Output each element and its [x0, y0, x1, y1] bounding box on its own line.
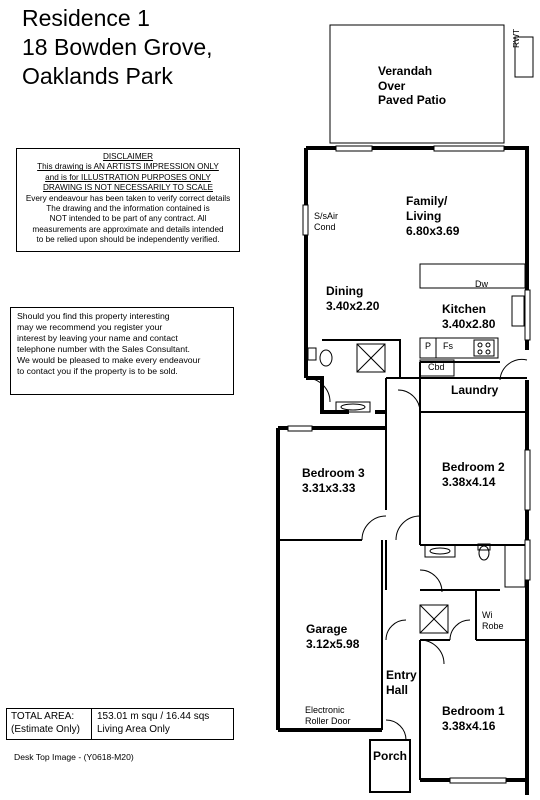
footer-reference: Desk Top Image - (Y0618-M20)	[14, 752, 134, 762]
roller-door-label: Electronic Roller Door	[305, 705, 351, 726]
dining-label: Dining 3.40x2.20	[326, 284, 380, 313]
rwt-tank	[514, 36, 534, 78]
contact-line: Should you find this property interestin…	[17, 311, 170, 321]
garage-label: Garage 3.12x5.98	[306, 622, 360, 651]
contact-line: telephone number with the Sales Consulta…	[17, 344, 190, 354]
kitchen-bench	[419, 263, 526, 377]
kitchen-label: Kitchen 3.40x2.80	[442, 302, 496, 331]
verandah-outline	[329, 24, 505, 144]
disclaimer-line: and is for ILLUSTRATION PURPOSES ONLY	[45, 172, 211, 182]
family-living-label: Family/ Living 6.80x3.69	[406, 194, 460, 238]
cupboard-label: Cbd	[428, 362, 445, 372]
disclaimer-line: measurements are approximate and details…	[32, 224, 224, 234]
title-line-3: Oaklands Park	[22, 63, 173, 89]
disclaimer-line: to be relied upon should be independentl…	[36, 235, 220, 245]
title-line-2: 18 Bowden Grove,	[22, 34, 213, 60]
area-value: 153.01 m squ / 16.44 sqs	[97, 711, 210, 722]
porch-label: Porch	[373, 749, 408, 763]
area-label: TOTAL AREA:	[11, 711, 75, 722]
fixtures	[307, 343, 526, 634]
interior-walls	[278, 339, 527, 793]
disclaimer-line: This drawing is AN ARTISTS IMPRESSION ON…	[37, 162, 219, 172]
disclaimer-box: DISCLAIMER This drawing is AN ARTISTS IM…	[16, 148, 240, 252]
bedroom1-label: Bedroom 1 3.38x4.16	[442, 704, 505, 733]
pantry-label: P	[425, 341, 432, 351]
fridge-space-label: Fs	[443, 341, 453, 351]
disclaimer-line: DRAWING IS NOT NECESSARILY TO SCALE	[42, 183, 213, 193]
bedroom2-label: Bedroom 2 3.38x4.14	[442, 460, 505, 489]
area-divider	[91, 709, 92, 739]
windows	[287, 145, 531, 784]
total-area-box: TOTAL AREA: (Estimate Only) 153.01 m squ…	[6, 708, 234, 740]
contact-line: to contact you if the property is to be …	[17, 366, 178, 376]
disclaimer-line: The drawing and the information containe…	[46, 204, 210, 214]
disclaimer-heading: DISCLAIMER	[102, 152, 154, 161]
contact-line: We would be pleased to make every endeav…	[17, 355, 201, 365]
entry-hall-label: Entry Hall	[386, 668, 417, 697]
area-label-note: (Estimate Only)	[11, 723, 80, 735]
contact-line: may we recommend you register your	[17, 322, 163, 332]
door-swings	[305, 358, 528, 741]
contact-line: interest by leaving your name and contac…	[17, 333, 178, 343]
title-line-1: Residence 1	[22, 5, 150, 31]
air-cond-label: S/sAir Cond	[314, 211, 339, 232]
rwt-label: RWT	[511, 28, 521, 48]
laundry-label: Laundry	[451, 383, 499, 397]
verandah-label: Verandah Over Paved Patio	[378, 64, 447, 107]
contact-note-box: Should you find this property interestin…	[10, 307, 234, 395]
disclaimer-line: Every endeavour has been taken to verify…	[25, 193, 231, 203]
disclaimer-line: NOT intended to be part of any contract.…	[49, 214, 207, 224]
bedroom3-label: Bedroom 3 3.31x3.33	[302, 466, 365, 495]
property-title: Residence 1 18 Bowden Grove, Oaklands Pa…	[22, 4, 213, 91]
walk-in-robe-label: Wi Robe	[482, 610, 504, 631]
dishwasher-label: Dw	[475, 279, 488, 289]
area-value-note: Living Area Only	[97, 723, 170, 735]
